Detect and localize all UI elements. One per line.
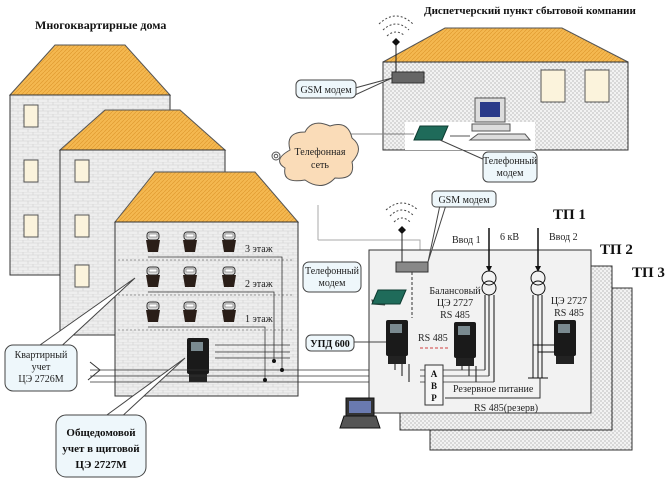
tp1-label: ТП 1 [553,207,586,223]
callout-text: GSM модем [438,195,490,206]
cloud-label: Телефонная [295,147,346,158]
callout-text: учет [32,362,51,373]
cloud-label: сеть [311,160,329,171]
gsm-modem-dispatch-callout [295,79,357,99]
avr-letter: А [431,369,438,379]
avr-letter: В [431,381,437,391]
callout-text: модем [497,168,525,179]
phone-modem-dispatch-callout [482,151,538,183]
dispatch-building [382,27,629,151]
tp2-label: ТП 2 [600,242,633,258]
balance-meter-label: Балансовый [429,286,481,297]
balance-meter-label: ЦЭ 2727 [437,298,473,309]
antenna-tp-icon [385,202,419,262]
apartment-metering-callout [4,344,78,392]
phone-modem-tp-callout [302,261,362,293]
tp3-label: ТП 3 [632,265,665,281]
input1-label: Ввод 1 [452,235,481,246]
floor-3-label: 3 этаж [245,244,273,255]
balance-meter-device [454,322,476,366]
antenna-dispatch-icon [378,15,414,72]
phone-network-cloud: Телефонная сеть [271,122,359,186]
avr-block [424,364,444,406]
meter2-label: ЦЭ 2727 [551,296,587,307]
house-metering-callout [55,414,147,478]
floor-1-label: 1 этаж [245,314,273,325]
callout-text: ЦЭ 2727М [75,459,127,471]
callout-text: GSM модем [300,85,352,96]
rs485-reserve-label: RS 485(резерв) [474,403,538,414]
phone-modem-dispatch-icon [413,125,449,141]
house-meter [187,338,209,382]
computer-icon [468,97,532,141]
avr-letter: Р [431,393,437,403]
input2-label: Ввод 2 [549,232,578,243]
gsm-modem-tp-callout [431,190,497,208]
apartment-building-front: 3 этаж 2 этаж 1 этаж [113,171,300,397]
callout-text: Телефонный [305,266,360,277]
upd600-device [386,320,408,364]
laptop-icon [339,397,381,429]
balance-meter-label: RS 485 [440,310,470,321]
gsm-modem-dispatch-icon [391,71,425,84]
callout-text: модем [319,278,347,289]
voltage-label: 6 кВ [500,232,519,243]
rs485-label: RS 485 [418,333,448,344]
callout-text: Телефонный [483,156,538,167]
dispatch-title: Диспетчерский пункт сбытовой компании [424,5,636,17]
floor-2-label: 2 этаж [245,279,273,290]
reserve-power-label: Резервное питание [453,384,534,395]
meter2-label: RS 485 [554,308,584,319]
callout-text: Квартирный [15,350,68,361]
houses-title: Многоквартирные дома [35,18,166,32]
phone-modem-tp-icon [371,289,407,305]
meter2-device [554,320,576,364]
callout-text: ЦЭ 2726М [18,374,63,385]
callout-text: Общедомовой [66,427,136,439]
callout-text: учет в щитовой [62,443,140,455]
callout-text: УПД 600 [310,339,350,350]
upd600-callout [305,334,355,352]
gsm-modem-tp-icon [395,261,429,273]
